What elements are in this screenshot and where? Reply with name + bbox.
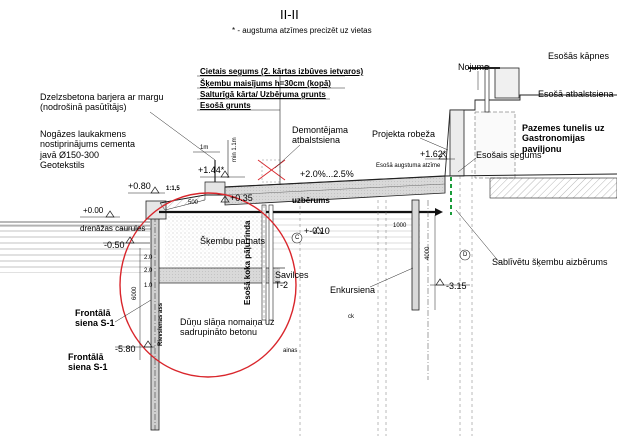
front-wall-label-1: Frontālā siena S-1 — [75, 308, 115, 329]
dim-2a: 2.0 — [144, 268, 153, 274]
level-mark-315 — [435, 278, 445, 286]
demolish-label: Demontējama atbalstsiena — [292, 125, 349, 146]
tunnel-hatch — [489, 177, 617, 199]
dim-1: 1.0 — [144, 283, 153, 289]
leader-enkursiena — [369, 267, 414, 288]
fill-label: uzbērums — [292, 196, 330, 205]
existing-pavement-label: Esošais segums — [476, 150, 542, 160]
level-162: +1.62* — [420, 149, 447, 159]
fill-dots — [165, 215, 265, 267]
level-mark-010 — [313, 226, 323, 234]
pavement-right — [444, 173, 617, 177]
leader-compacted — [455, 209, 501, 264]
dim-6000: 6000 — [132, 286, 138, 300]
marker-c-circle — [291, 232, 303, 244]
ground-hatch-mid — [270, 210, 420, 250]
layer-4-label: Esošā grunts — [200, 101, 251, 110]
ck-label: ck — [348, 314, 354, 320]
existing-level-label: Esošā augstuma atzīme — [376, 163, 441, 169]
tie-rod-label: Savilces T-2 — [275, 270, 309, 291]
level-000: +0.00 — [83, 206, 104, 215]
dim-2b: 2.0 — [144, 255, 153, 261]
dim-min: min 1.1m — [232, 137, 238, 162]
anchor-wall-label: Enkursiena — [330, 285, 376, 295]
dim-500: 500 — [188, 200, 199, 206]
slab-line-2 — [224, 183, 446, 196]
level-580: -5.80 — [115, 344, 136, 354]
gravel-base-fill — [150, 268, 280, 283]
demolish-wall — [261, 159, 281, 183]
dim-slope-ratio: 1:1,5 — [166, 186, 180, 192]
dune-label: Dūņu slāņa nomaiņa uz sadrupināto betonu — [180, 317, 275, 338]
slope-label: Nogāzes laukakmens nostiprinājums cement… — [40, 129, 136, 171]
level-080: +0.80 — [128, 181, 151, 191]
retaining-label: Esošā atbalstsiena — [538, 89, 614, 99]
water-hatch — [0, 223, 150, 273]
canopy-post — [484, 65, 490, 113]
level-mark-035 — [220, 195, 230, 203]
dim-1000: 1000 — [393, 223, 407, 229]
level-315: -3.15 — [446, 281, 467, 291]
layer-3-label: Salturīgā kārta/ Uzbēruma grunts — [200, 90, 326, 99]
level-144: +1.44* — [198, 165, 225, 175]
level-035: +0.35 — [230, 193, 253, 203]
layer-2-label: Šķembu maisījums h=30cm (kopā) — [200, 79, 331, 88]
tunnel-label: Pazemes tunelis uz Gastronomijas paviljo… — [522, 123, 605, 154]
ainas-label: ainas — [283, 348, 298, 354]
canopy-label: Nojume — [458, 62, 490, 72]
gravel-base-text: Šķembu pamats — [200, 236, 266, 246]
leader-front-wall — [114, 299, 152, 323]
dim-1m: 1m — [200, 145, 209, 151]
stairs-label: Esošās kāpnes — [548, 51, 610, 61]
highlight-circle — [119, 192, 297, 378]
leader-project — [419, 137, 449, 151]
drains-label: drenāžas caurules — [80, 224, 146, 233]
leader-existing-pavement — [457, 157, 477, 173]
drawing-note: * - augstuma atzīmes precizēt uz vietas — [232, 26, 372, 35]
compacted-label: Sablīvētu šķembu aizbērums — [492, 257, 608, 267]
demolish-cross-2 — [257, 159, 286, 181]
layer-1-label: Cietais segums (2. kārtas izbūves ietvar… — [200, 67, 364, 76]
retaining-wall-right — [449, 109, 465, 177]
stairs-block — [494, 67, 520, 99]
anchor-wall — [411, 199, 420, 311]
level-050: -0.50 — [104, 240, 125, 250]
slope-protection — [159, 194, 206, 211]
pile-row-label: Esošā koka pāļu rinda — [243, 220, 252, 305]
leader-barrier — [149, 111, 216, 161]
drawing-title: II-II — [280, 7, 299, 22]
dim-slope: +2.0%...2.5% — [300, 169, 354, 179]
tie-rod-arrow — [435, 208, 443, 216]
marker-d: D — [463, 252, 468, 258]
gravel-base-label: Šķembu pamats — [200, 237, 265, 246]
pile-axis-label: Rievsienas ass — [158, 302, 164, 346]
pavement-top — [224, 175, 446, 188]
marker-c: C — [295, 235, 300, 241]
building-wall — [474, 111, 516, 179]
marker-d-circle — [459, 249, 471, 261]
level-mark-000 — [105, 210, 115, 218]
front-wall-label-2: Frontālā siena S-1 — [68, 352, 108, 373]
level-010: +-0.10 — [304, 226, 330, 236]
barrier-label: Dzelzsbetona barjera ar margu (nodrošinā… — [40, 92, 164, 113]
leader-demolish — [274, 144, 301, 169]
project-boundary-label: Projekta robeža — [372, 129, 436, 139]
timber-pile-2 — [268, 204, 274, 321]
dim-4000: 4000 — [425, 246, 431, 260]
level-mark-080 — [150, 186, 160, 194]
